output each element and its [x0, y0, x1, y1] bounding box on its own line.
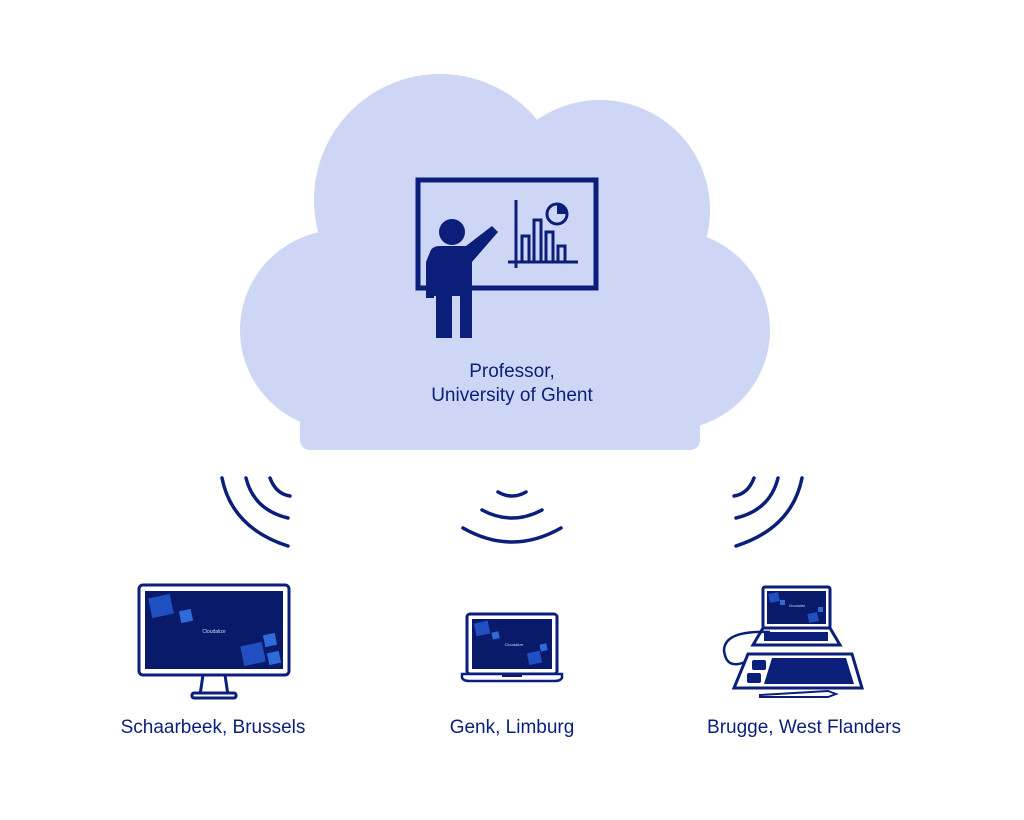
signal-waves-right	[732, 476, 804, 548]
desktop-monitor-icon: Cloudalize	[137, 583, 291, 700]
location-label-schaarbeek: Schaarbeek, Brussels	[120, 717, 306, 738]
professor-title: Professor,	[469, 361, 555, 382]
laptop-icon: Cloudalize	[460, 612, 564, 683]
laptop-tablet-icon: Cloudalize	[722, 585, 865, 698]
professor-label: Professor, University of Ghent	[362, 360, 662, 408]
location-label-brugge: Brugge, West Flanders	[707, 717, 901, 738]
professor-affiliation: University of Ghent	[431, 385, 593, 406]
screen-brand-text: Cloudalize	[202, 629, 226, 635]
signal-waves-left	[220, 476, 292, 548]
screen-brand-text: Cloudalize	[789, 604, 805, 608]
presenter-icon	[415, 177, 599, 338]
screen-brand-text: Cloudalize	[505, 642, 524, 647]
cloud-shape	[240, 74, 770, 450]
location-label-genk: Genk, Limburg	[449, 717, 575, 738]
signal-waves-center	[461, 490, 563, 544]
